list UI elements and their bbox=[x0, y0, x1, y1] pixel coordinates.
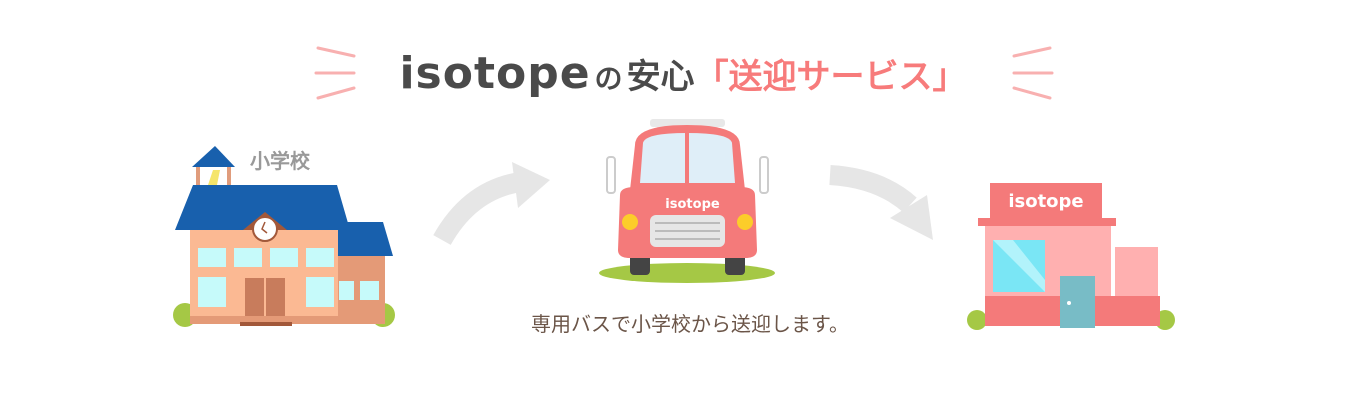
heading-anshin: 安心 bbox=[626, 57, 695, 97]
right-accent-dashes-icon bbox=[1012, 46, 1054, 100]
shop-sign: isotope bbox=[1008, 191, 1084, 212]
service-caption: 専用バスで小学校から送迎します。 bbox=[531, 312, 849, 336]
isotope-shop-icon bbox=[967, 183, 1175, 330]
bus-icon bbox=[599, 119, 775, 283]
arrow-right-up-icon bbox=[433, 162, 550, 245]
bus-label: isotope bbox=[665, 197, 720, 212]
heading-brand: isotope bbox=[399, 48, 591, 99]
school-label: 小学校 bbox=[250, 149, 310, 173]
arrow-right-down-icon bbox=[829, 165, 933, 240]
heading-particle: の bbox=[594, 62, 623, 95]
heading-service: 「送迎サービス」 bbox=[694, 57, 967, 97]
left-accent-dashes-icon bbox=[314, 46, 356, 100]
school-building-icon bbox=[173, 146, 395, 327]
